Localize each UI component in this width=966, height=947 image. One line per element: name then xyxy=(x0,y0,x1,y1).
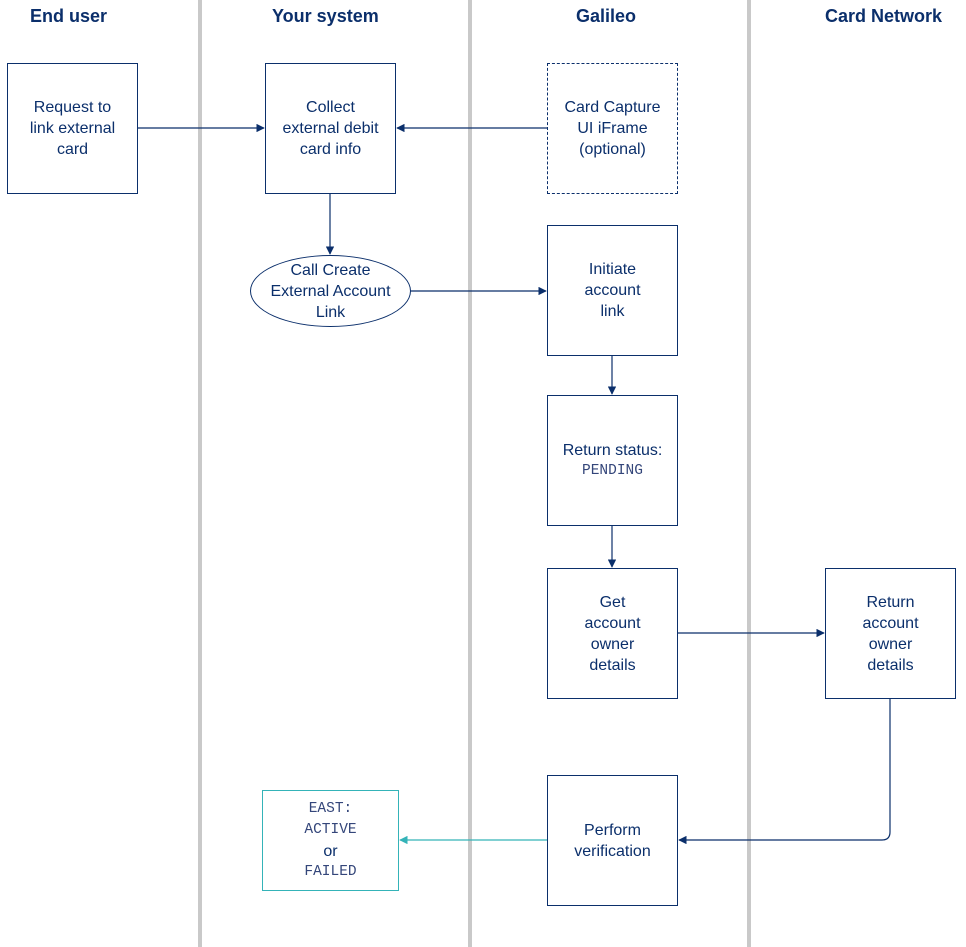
node-text: account xyxy=(862,614,919,632)
node-request-link: Request to link external card xyxy=(7,63,138,194)
node-initiate-link: Initiate account link xyxy=(547,225,678,356)
lane-divider xyxy=(198,0,202,947)
lane-divider xyxy=(747,0,751,947)
node-text: card xyxy=(56,141,89,158)
node-text: Link xyxy=(315,303,346,321)
node-text: details xyxy=(589,656,636,674)
node-text: (optional) xyxy=(579,141,646,158)
east-or-text: or xyxy=(323,842,338,860)
node-text: account xyxy=(584,282,641,299)
node-text: verification xyxy=(574,842,651,860)
node-text: Collect xyxy=(306,99,355,116)
lane-title-end-user: End user xyxy=(30,6,108,26)
status-code: PENDING xyxy=(582,462,643,479)
node-perform-verification: Perform verification xyxy=(547,775,678,906)
node-call-create: Call Create External Account Link xyxy=(250,255,411,327)
east-status-active: ACTIVE xyxy=(304,821,357,838)
node-get-owner: Get account owner details xyxy=(547,568,678,699)
node-text: Perform xyxy=(584,821,641,839)
node-text: external debit xyxy=(282,120,379,137)
lane-title-card-network: Card Network xyxy=(825,6,943,26)
east-event-label: EAST: xyxy=(308,800,353,817)
node-text: link xyxy=(600,303,625,320)
lane-title-your-system: Your system xyxy=(272,6,379,26)
lane-divider xyxy=(468,0,472,947)
node-return-owner: Return account owner details xyxy=(825,568,956,699)
node-collect-info: Collect external debit card info xyxy=(265,63,396,194)
node-text: Return status: xyxy=(562,441,663,459)
node-east-result: EAST: ACTIVE or FAILED xyxy=(262,790,399,891)
node-text: owner xyxy=(590,635,635,653)
node-text: Return xyxy=(866,593,915,611)
node-text: Initiate xyxy=(588,261,637,278)
node-text: details xyxy=(867,656,914,674)
node-card-capture: Card Capture UI iFrame (optional) xyxy=(547,63,678,194)
node-text: External Account xyxy=(270,282,391,300)
node-return-status: Return status: PENDING xyxy=(547,395,678,526)
node-text: owner xyxy=(868,635,913,653)
lane-title-galileo: Galileo xyxy=(576,6,637,26)
node-text: link external xyxy=(29,120,116,137)
east-status-failed: FAILED xyxy=(304,863,357,880)
node-text: Call Create xyxy=(290,261,371,279)
node-text: UI iFrame xyxy=(577,120,648,137)
node-text: account xyxy=(584,614,641,632)
node-text: Card Capture xyxy=(564,99,661,116)
node-text: card info xyxy=(299,141,362,158)
node-text: Get xyxy=(599,593,626,611)
arrow-network-to-verification xyxy=(678,698,891,845)
node-text: Request to xyxy=(33,99,112,116)
